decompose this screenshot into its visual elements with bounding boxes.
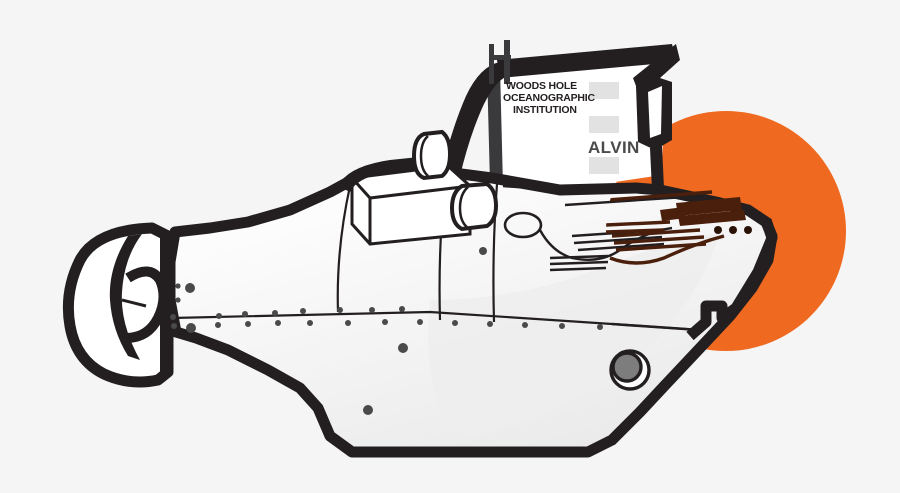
rivet-small bbox=[744, 226, 752, 234]
orange-arm-line-2 bbox=[611, 228, 701, 238]
nose-bulkhead-plate bbox=[160, 232, 169, 372]
rivet-small bbox=[597, 324, 603, 330]
arm-stripe-5 bbox=[549, 260, 609, 266]
thruster-lower-body bbox=[449, 181, 499, 232]
mast-post-left bbox=[489, 44, 494, 84]
rivet-small bbox=[714, 226, 722, 234]
nose-rivet-lower bbox=[175, 297, 181, 303]
rivet-small bbox=[245, 321, 251, 327]
decal-panel-bottom bbox=[589, 157, 619, 174]
woods-hole-line-1: WOODS HOLE bbox=[506, 80, 577, 92]
thruster-upper-rim bbox=[419, 135, 429, 177]
rivet-small bbox=[487, 321, 493, 327]
rear-seam bbox=[611, 322, 701, 332]
rivet-small bbox=[215, 322, 221, 328]
rear-notch-edge bbox=[686, 218, 778, 341]
thruster-lower-rim bbox=[458, 186, 469, 229]
lift-bail-post bbox=[650, 146, 664, 190]
orange-arm-contour bbox=[609, 234, 725, 265]
sail-top-rail bbox=[497, 44, 676, 78]
lift-bail-inner bbox=[648, 86, 662, 138]
decal-panel-middle bbox=[589, 116, 619, 133]
rivet-large bbox=[363, 405, 373, 415]
arm-stripe-2 bbox=[573, 235, 663, 245]
rivet-large bbox=[398, 343, 408, 353]
arm-upper-contour bbox=[564, 194, 701, 207]
rivet-small bbox=[559, 323, 565, 329]
thruster-upper-body bbox=[411, 129, 453, 181]
rivet-small bbox=[399, 306, 405, 312]
orange-arm-line-1 bbox=[607, 190, 713, 202]
rivet-small bbox=[170, 314, 176, 320]
nose-tip-line bbox=[121, 298, 147, 308]
woods-hole-line-3: INSTITUTION bbox=[513, 104, 577, 116]
nose-rivet-upper bbox=[175, 283, 181, 289]
rivet-small bbox=[345, 320, 351, 326]
arm-stripe-4 bbox=[549, 254, 609, 260]
vehicle-name-decal: ALVIN bbox=[588, 138, 640, 157]
sail-forward-strut bbox=[442, 62, 508, 176]
rear-hull-edge bbox=[611, 218, 778, 341]
hull-rivet-dots bbox=[170, 247, 603, 415]
arm-stripe-3 bbox=[577, 242, 665, 252]
mast-post-right bbox=[504, 40, 510, 84]
rivet-large bbox=[186, 323, 196, 333]
rivet-small bbox=[307, 320, 313, 326]
rivet-small bbox=[300, 308, 306, 314]
rivet-small bbox=[382, 319, 388, 325]
woods-hole-line-2: OCEANOGRAPHIC bbox=[503, 92, 596, 104]
rivet-small bbox=[452, 320, 458, 326]
thruster-cylinder-lower bbox=[449, 181, 499, 232]
seam-forward-frame bbox=[336, 185, 352, 313]
nose-inner-wedge bbox=[109, 234, 142, 360]
rivet-small bbox=[272, 310, 278, 316]
rivet-small bbox=[729, 226, 737, 234]
orange-block-lower bbox=[678, 210, 746, 226]
porthole-glass bbox=[611, 351, 643, 383]
conning-tower-sail bbox=[442, 40, 676, 190]
sail-panel bbox=[489, 55, 665, 190]
hull-shadow-sweep bbox=[428, 232, 720, 436]
rivet-large bbox=[185, 283, 195, 293]
orange-arm-line-3 bbox=[613, 235, 705, 245]
mast-crossbar bbox=[489, 55, 511, 60]
arm-lower-contour bbox=[538, 226, 673, 261]
rivet-small bbox=[417, 319, 423, 325]
orange-block-small bbox=[660, 207, 686, 221]
institution-decal-text: WOODS HOLE OCEANOGRAPHIC INSTITUTION bbox=[503, 80, 596, 116]
rivet-small bbox=[479, 247, 487, 255]
sail-base-seam bbox=[502, 184, 661, 192]
rivet-small bbox=[242, 311, 248, 317]
rivet-small bbox=[337, 307, 343, 313]
rivet-small bbox=[522, 322, 528, 328]
rear-lift-frame-loop bbox=[633, 44, 680, 190]
orange-arm-line-5 bbox=[606, 220, 671, 227]
rivet-small bbox=[275, 320, 281, 326]
rivet-small bbox=[216, 313, 222, 319]
viewport-porthole bbox=[609, 349, 651, 391]
nose-dome-assembly bbox=[62, 222, 181, 388]
arm-stripe-6 bbox=[549, 266, 607, 272]
thruster-cylinder-upper bbox=[411, 129, 453, 181]
decal-panel-top bbox=[589, 82, 619, 99]
oval-hatch bbox=[503, 211, 543, 239]
orange-arm-line-6 bbox=[606, 228, 665, 234]
rivet-small bbox=[369, 307, 375, 313]
sail-left-edge bbox=[487, 67, 503, 186]
rivet-small bbox=[171, 323, 177, 329]
orange-block-upper bbox=[676, 197, 742, 216]
decal-panel-group bbox=[589, 82, 619, 174]
